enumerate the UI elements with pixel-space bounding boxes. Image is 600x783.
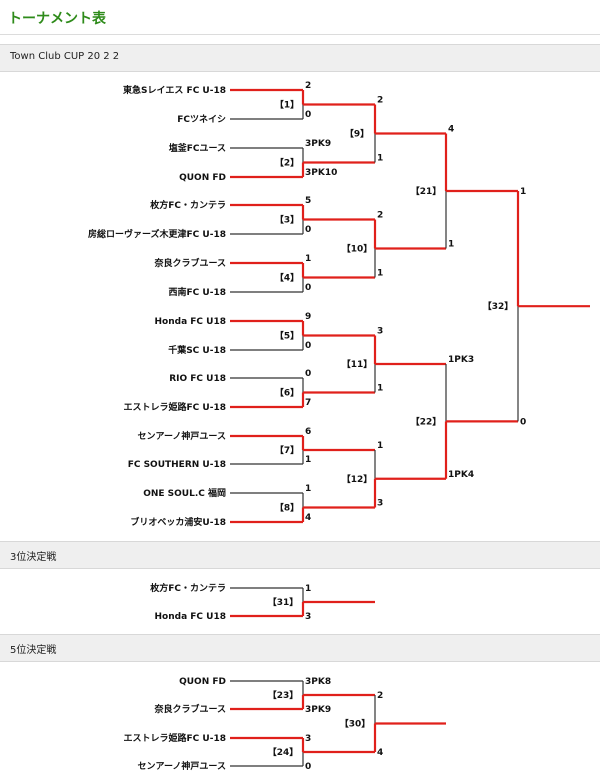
score: 0 [305, 762, 311, 772]
score: 1 [305, 254, 311, 264]
match-number: 【1】 [275, 100, 299, 111]
match-number: 【4】 [275, 273, 299, 284]
score: 1 [305, 484, 311, 494]
score: 0 [305, 225, 311, 235]
team-name: 奈良クラブユース [153, 703, 226, 715]
score: 1 [448, 240, 454, 250]
score: 2 [377, 96, 383, 106]
section-title: 5位決定戦 [10, 645, 57, 656]
team-name: 奈良クラブユース [153, 257, 226, 269]
team-name: エストレラ姫路FC U-18 [124, 732, 226, 744]
score: 0 [305, 341, 311, 351]
section-title: 3位決定戦 [10, 552, 57, 563]
team-name: 東急Sレイエス FC U-18 [123, 84, 226, 96]
score: 3PK10 [305, 168, 337, 178]
team-name: 枚方FC・カンテラ [150, 582, 226, 594]
score: 1PK3 [448, 355, 474, 365]
match-number: 【30】 [340, 719, 371, 730]
score: 1 [377, 269, 383, 279]
score: 1PK4 [448, 470, 474, 480]
team-name: QUON FD [179, 677, 226, 687]
match-number: 【3】 [275, 215, 299, 226]
section-header-fifth-place: 5位決定戦 [0, 634, 600, 662]
section-header-main: Town Club CUP 20 2 2 [0, 44, 600, 72]
score: 3PK8 [305, 677, 331, 687]
team-name: 枚方FC・カンテラ [150, 199, 226, 211]
score: 2 [377, 691, 383, 701]
score: 2 [305, 81, 311, 91]
match-number: 【32】 [483, 301, 514, 312]
score: 7 [305, 398, 311, 408]
match-number: 【7】 [275, 445, 299, 456]
team-name: エストレラ姫路FC U-18 [124, 401, 226, 413]
team-name: ブリオベッカ浦安U-18 [130, 516, 226, 528]
score: 1 [377, 384, 383, 394]
score: 0 [305, 369, 311, 379]
team-name: 房総ローヴァーズ木更津FC U-18 [88, 228, 226, 240]
team-name: FCツネイシ [177, 114, 226, 125]
match-number: 【5】 [275, 331, 299, 342]
score: 9 [305, 312, 311, 322]
match-number: 【24】 [268, 747, 299, 758]
score: 3PK9 [305, 705, 331, 715]
score: 0 [305, 110, 311, 120]
section-header-third-place: 3位決定戦 [0, 541, 600, 569]
match-number: 【12】 [342, 474, 373, 485]
score: 1 [377, 441, 383, 451]
team-name: 西南FC U-18 [169, 286, 226, 298]
team-name: 塩釜FCユース [169, 142, 226, 154]
page-title: トーナメント表 [8, 11, 106, 27]
match-number: 【21】 [411, 186, 442, 197]
team-name: FC SOUTHERN U-18 [128, 460, 226, 470]
match-number: 【2】 [275, 158, 299, 169]
team-name: Honda FC U18 [155, 317, 227, 327]
match-number: 【11】 [342, 359, 373, 370]
match-number: 【8】 [275, 503, 299, 514]
match-number: 【6】 [275, 388, 299, 399]
match-number: 【10】 [342, 244, 373, 255]
score: 3PK9 [305, 139, 331, 149]
score: 1 [520, 187, 526, 197]
title-divider [0, 34, 600, 35]
score: 1 [305, 455, 311, 465]
match-number: 【31】 [268, 597, 299, 608]
team-name: センアーノ神戸ユース [138, 760, 226, 772]
score: 1 [377, 154, 383, 164]
score: 4 [377, 748, 383, 758]
match-number: 【22】 [411, 416, 442, 427]
score: 6 [305, 427, 311, 437]
score: 1 [305, 584, 311, 594]
score: 4 [305, 513, 311, 523]
team-name: 千葉SC U-18 [168, 344, 226, 356]
score: 0 [305, 283, 311, 293]
score: 5 [305, 196, 311, 206]
team-name: センアーノ神戸ユース [138, 430, 226, 442]
team-name: Honda FC U18 [155, 612, 227, 622]
score: 0 [520, 417, 526, 427]
team-name: ONE SOUL.C 福岡 [143, 487, 226, 499]
section-title: Town Club CUP 20 2 2 [10, 51, 120, 62]
score: 3 [377, 499, 383, 509]
score: 2 [377, 211, 383, 221]
score: 3 [377, 327, 383, 337]
score: 3 [305, 734, 311, 744]
match-number: 【23】 [268, 690, 299, 701]
match-number: 【9】 [345, 129, 369, 140]
team-name: QUON FD [179, 173, 226, 183]
team-name: RIO FC U18 [169, 374, 226, 384]
score: 4 [448, 125, 454, 135]
score: 3 [305, 612, 311, 622]
